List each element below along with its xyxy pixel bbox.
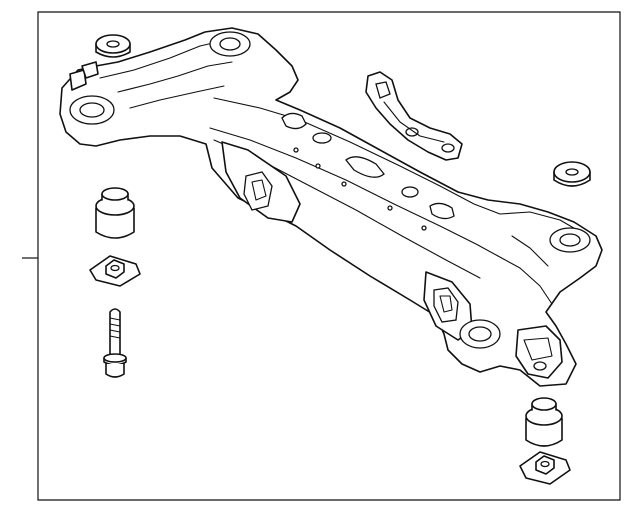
right-top-hole — [559, 233, 581, 247]
left-pocket-inner — [251, 179, 267, 201]
stopper-plate-right — [519, 451, 571, 485]
diagram-frame — [37, 11, 621, 501]
bolt-thread-1 — [109, 317, 121, 321]
right-bracket — [515, 325, 563, 379]
bushing-left-body — [95, 207, 135, 239]
left-tab — [69, 69, 87, 91]
right-lower-hole — [468, 326, 492, 342]
hole-1 — [312, 132, 332, 144]
bracket-edge — [383, 101, 445, 143]
subframe — [59, 27, 603, 387]
stopper-left-hole — [110, 264, 120, 272]
upper-insulator-right — [553, 161, 591, 187]
left-tab-2 — [81, 61, 99, 79]
slot-2 — [345, 156, 385, 178]
stopper-right-hole — [540, 460, 550, 468]
bolt-thread-4 — [109, 335, 121, 339]
left-arm-detail-3 — [129, 85, 225, 109]
rivet-2 — [315, 163, 321, 169]
right-pocket-inner — [439, 295, 453, 313]
right-bracket-detail — [523, 337, 553, 361]
rivet-3 — [341, 181, 347, 187]
right-arm-detail-2 — [497, 255, 553, 305]
top-mount-hole — [219, 37, 241, 51]
left-mount-hole — [79, 102, 105, 118]
bolt-thread-2 — [109, 323, 121, 327]
bolt-thread-3 — [109, 329, 121, 333]
bushing-right — [525, 397, 563, 447]
bushing-right-cap-top — [531, 397, 557, 411]
hole-2 — [401, 186, 419, 198]
slot-1 — [281, 112, 307, 130]
left-arm-detail-2 — [117, 61, 233, 93]
bolt-shank — [109, 308, 121, 357]
right-arm-detail — [499, 211, 585, 235]
left-pocket — [243, 171, 273, 211]
subframe-body — [59, 27, 603, 387]
bracket-slot-upper — [375, 81, 391, 99]
bolt-flange-top — [103, 353, 127, 363]
mount-bolt — [103, 308, 127, 378]
stabilizer-bracket — [365, 71, 463, 161]
subframe-ridge-bottom — [209, 127, 499, 257]
bushing-right-body — [525, 417, 563, 447]
right-arm-detail-3 — [511, 235, 549, 267]
rivet-4 — [387, 205, 393, 211]
bushing-left-cap-top — [101, 187, 129, 201]
upper-insulator-left — [95, 34, 131, 58]
stopper-plate-left — [89, 255, 141, 287]
bolt-head — [105, 363, 125, 378]
bushing-left — [95, 187, 135, 239]
insulator-left-hole — [106, 40, 120, 48]
rivet-5 — [421, 225, 427, 231]
slot-3 — [429, 202, 455, 220]
rivet-1 — [293, 147, 299, 153]
right-bracket-hole — [533, 361, 547, 371]
insulator-right-hole — [565, 168, 579, 176]
subframe-ridge-top — [213, 97, 501, 215]
bracket-hole-end — [441, 143, 455, 153]
bracket-hole-mid — [405, 127, 419, 137]
